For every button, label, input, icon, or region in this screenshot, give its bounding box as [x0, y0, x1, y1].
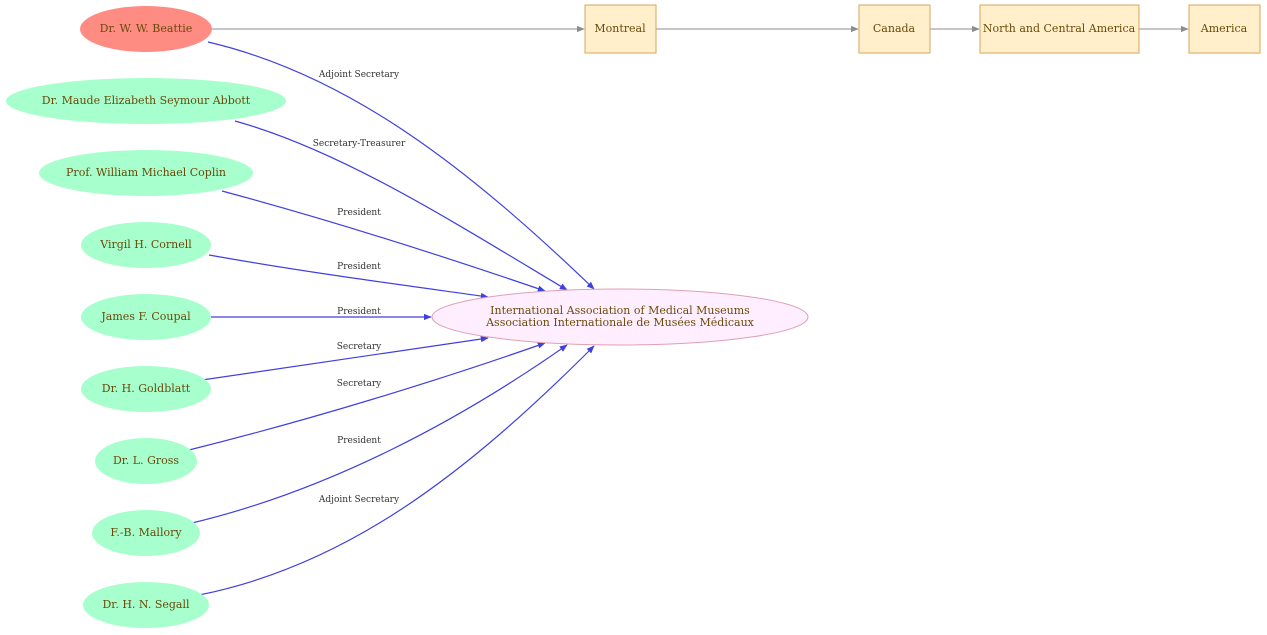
- node-label: Prof. William Michael Coplin: [66, 166, 226, 179]
- edge-label-gross: Secretary: [337, 379, 382, 389]
- node-shape: [431, 288, 809, 346]
- node-shape: [80, 6, 212, 52]
- edge-abbott-org: [234, 120, 568, 291]
- node-label: Canada: [873, 22, 916, 35]
- person-node-gross[interactable]: Dr. L. Gross: [95, 438, 197, 484]
- edge-cornell-org: [208, 254, 489, 300]
- organization-node[interactable]: International Association of Medical Mus…: [431, 288, 809, 346]
- edge-label-segall: Adjoint Secretary: [318, 495, 400, 505]
- node-shape: [39, 150, 253, 196]
- node-shape: [81, 366, 211, 412]
- place-nodes: Montreal Canada North and Central Americ…: [584, 4, 1261, 54]
- role-edges: [188, 41, 595, 596]
- node-shape: [81, 222, 211, 268]
- person-node-segall[interactable]: Dr. H. N. Segall: [83, 582, 209, 628]
- node-shape: [95, 438, 197, 484]
- node-label: America: [1200, 22, 1248, 35]
- edge-label-coupal: President: [337, 307, 381, 317]
- node-label: Dr. H. Goldblatt: [102, 382, 191, 395]
- edge-label-coplin: President: [337, 208, 381, 218]
- place-node-canada[interactable]: Canada: [858, 4, 931, 54]
- person-node-abbott[interactable]: Dr. Maude Elizabeth Seymour Abbott: [6, 78, 286, 124]
- edge-label-beattie: Adjoint Secretary: [318, 70, 400, 80]
- node-label: North and Central America: [983, 22, 1136, 35]
- organization-name-en: International Association of Medical Mus…: [490, 304, 750, 317]
- node-label: Virgil H. Cornell: [99, 238, 192, 251]
- person-node-coplin[interactable]: Prof. William Michael Coplin: [39, 150, 253, 196]
- node-shape: [83, 582, 209, 628]
- node-label: Dr. H. N. Segall: [102, 598, 190, 611]
- edge-goldblatt-org: [201, 335, 489, 381]
- node-shape: [92, 510, 200, 556]
- place-node-north-central-america[interactable]: North and Central America: [979, 4, 1140, 54]
- node-label: Montreal: [594, 22, 646, 35]
- person-nodes: Dr. W. W. Beattie Dr. Maude Elizabeth Se…: [6, 6, 286, 628]
- person-node-coupal[interactable]: James F. Coupal: [81, 294, 211, 340]
- edge-label-goldblatt: Secretary: [337, 342, 382, 352]
- edge-coplin-org: [221, 190, 546, 292]
- node-label: Dr. W. W. Beattie: [100, 22, 193, 35]
- node-label: James F. Coupal: [100, 310, 191, 323]
- edge-label-mallory: President: [337, 436, 381, 446]
- node-shape: [6, 78, 286, 124]
- place-node-montreal[interactable]: Montreal: [584, 4, 657, 54]
- node-shape: [979, 4, 1140, 54]
- node-label: Dr. L. Gross: [113, 454, 179, 467]
- edge-labels: Adjoint Secretary Secretary-Treasurer Pr…: [313, 70, 406, 505]
- place-node-america[interactable]: America: [1188, 4, 1261, 54]
- person-node-beattie[interactable]: Dr. W. W. Beattie: [80, 6, 212, 52]
- node-shape: [81, 294, 211, 340]
- edge-beattie-org: [207, 41, 595, 290]
- organization-name-fr: Association Internationale de Musées Méd…: [485, 316, 755, 329]
- node-shape: [1188, 4, 1261, 54]
- edge-segall-org: [198, 345, 595, 596]
- edge-gross-org: [188, 342, 546, 451]
- edge-label-abbott: Secretary-Treasurer: [313, 139, 406, 149]
- node-shape: [858, 4, 931, 54]
- edge-mallory-org: [191, 344, 568, 524]
- node-label: F.-B. Mallory: [110, 526, 182, 539]
- edge-label-cornell: President: [337, 262, 381, 272]
- person-node-mallory[interactable]: F.-B. Mallory: [92, 510, 200, 556]
- node-shape: [584, 4, 657, 54]
- person-node-cornell[interactable]: Virgil H. Cornell: [81, 222, 211, 268]
- person-node-goldblatt[interactable]: Dr. H. Goldblatt: [81, 366, 211, 412]
- node-label: Dr. Maude Elizabeth Seymour Abbott: [42, 94, 251, 107]
